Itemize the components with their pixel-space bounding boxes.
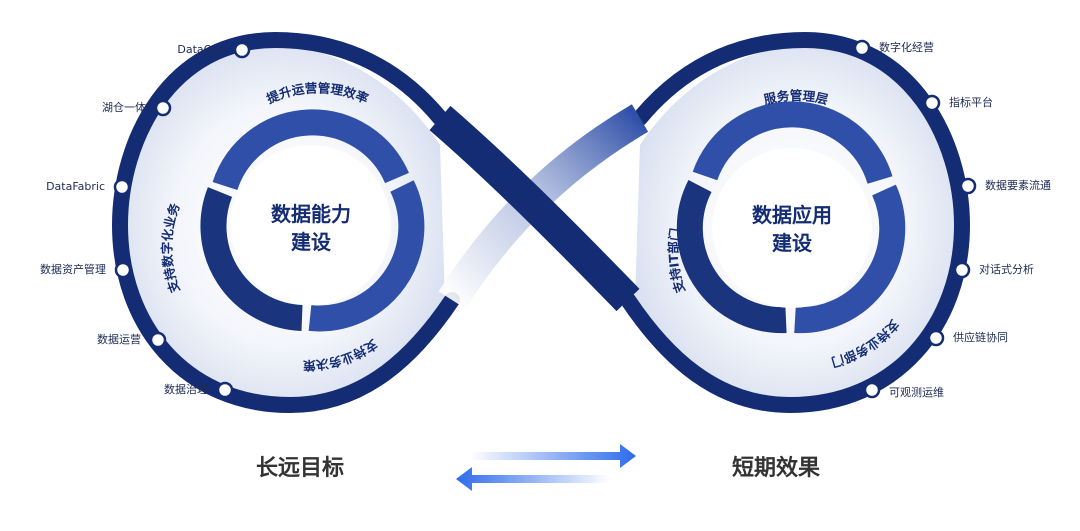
node-supply-chain: 供应链协同: [927, 329, 1008, 347]
node-data-governance: 数据治理: [164, 381, 234, 399]
node-data-element-flow: 数据要素流通: [959, 177, 1051, 195]
svg-text:供应链协同: 供应链协同: [953, 330, 1008, 344]
node-datafabric: DataFabric: [46, 178, 131, 196]
svg-text:对话式分析: 对话式分析: [979, 262, 1034, 276]
right-core-title-line2: 建设: [772, 231, 812, 255]
svg-text:数据治理: 数据治理: [164, 382, 208, 396]
footer-right-label: 短期效果: [732, 455, 820, 481]
left-loop-outer-ring: [111, 31, 460, 414]
left-nodes: DataOps 湖仓一体 DataFabric 数据资产管理 数据运营 数据治理: [40, 41, 251, 399]
left-inner-ring: [200, 109, 425, 332]
svg-text:数字化经营: 数字化经营: [879, 40, 934, 54]
svg-text:数据要素流通: 数据要素流通: [985, 178, 1051, 192]
node-metrics-platform: 指标平台: [923, 94, 993, 112]
node-dataops: DataOps: [177, 41, 251, 59]
node-lakehouse: 湖仓一体: [102, 99, 172, 117]
svg-text:湖仓一体: 湖仓一体: [102, 100, 146, 114]
svg-text:数据运营: 数据运营: [97, 332, 141, 346]
arrow-right-icon: [470, 444, 636, 468]
bidirectional-arrow-icon: [456, 444, 636, 491]
arrow-left-icon: [456, 467, 610, 491]
svg-text:可观测运维: 可观测运维: [889, 386, 944, 399]
svg-text:指标平台: 指标平台: [949, 95, 993, 109]
left-core-title-line1: 数据能力: [271, 202, 351, 226]
left-core-title-line2: 建设: [291, 230, 331, 254]
right-top-arc-text: 服务管理层: [762, 88, 830, 107]
crossing-band-front: [429, 105, 640, 312]
svg-text:DataFabric: DataFabric: [46, 180, 105, 193]
footer-left-label: 长远目标: [256, 455, 344, 481]
svg-text:DataOps: DataOps: [177, 43, 225, 56]
node-observability-ops: 可观测运维: [863, 381, 944, 399]
node-digital-operation: 数字化经营: [853, 39, 934, 57]
right-inner-ring: [676, 101, 906, 334]
right-loop-outer-ring: [620, 31, 971, 414]
node-data-ops-run: 数据运营: [97, 331, 167, 349]
right-nodes: 数字化经营 指标平台 数据要素流通 对话式分析 供应链协同 可观测运维: [853, 39, 1051, 399]
node-conversational-analysis: 对话式分析: [953, 261, 1034, 279]
right-core-title-line1: 数据应用: [752, 203, 832, 227]
svg-text:数据资产管理: 数据资产管理: [40, 262, 106, 276]
node-data-asset-mgmt: 数据资产管理: [40, 261, 132, 279]
